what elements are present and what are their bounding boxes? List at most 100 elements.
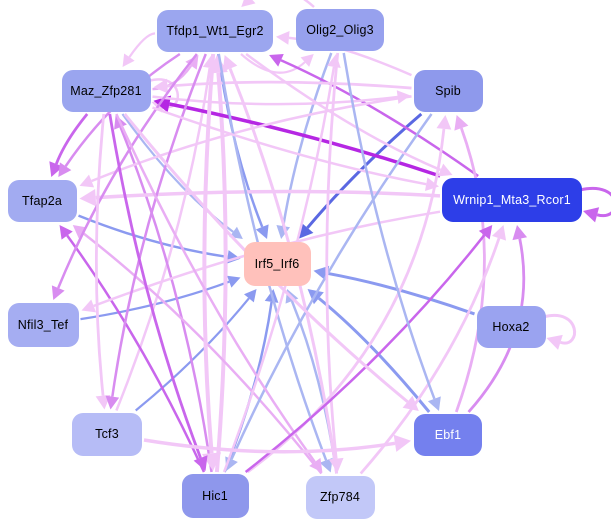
edge-wrnip1-maz [169, 102, 441, 178]
edge-wrnip1-maz-arrowhead [153, 95, 172, 113]
edge-spib-maz-arrowhead [153, 78, 169, 94]
edge-tfdp1-tfap2a-arrowhead [58, 162, 72, 177]
node-label: Tfdp1_Wt1_Egr2 [166, 23, 264, 38]
edge-hic1-maz [119, 126, 213, 473]
edge-wrnip1-wrnip1 [579, 186, 611, 218]
edge-wrnip1-nfil3-arrowhead [81, 299, 97, 313]
edge-olig2-zfp784-arrowhead [328, 457, 344, 473]
node-spib[interactable]: Spib [413, 70, 483, 112]
node-nfil3[interactable]: Nfil3_Tef [7, 303, 79, 347]
edge-maz-zfp784-arrowhead [309, 457, 323, 473]
edge-tfdp1-tcf3-arrowhead [105, 395, 120, 410]
edge-tfdp1-zfp784-arrowhead [319, 457, 333, 473]
edge-olig2-zfp784 [325, 52, 340, 459]
edge-ebf1-spib-arrowhead [454, 115, 469, 131]
edge-tcf3-ebf1-arrowhead [393, 434, 411, 452]
edge-tcf3-tfdp1 [115, 67, 211, 411]
edge-tcf3-irf5-arrowhead [243, 289, 257, 303]
edge-maz-spib [152, 95, 398, 106]
node-wrnip1[interactable]: Wrnip1_Mta3_Rcor1 [442, 178, 582, 222]
edge-olig2-ebf1 [342, 52, 436, 400]
edge-tfdp1-tcf3 [111, 53, 207, 397]
edge-olig2-ebf1-arrowhead [427, 396, 441, 411]
edge-maz-wrnip1 [152, 106, 427, 186]
node-olig2[interactable]: Olig2_Olig3 [296, 9, 384, 51]
node-ebf1[interactable]: Ebf1 [414, 414, 482, 456]
node-label: Olig2_Olig3 [306, 22, 374, 37]
edge-maz-irf5 [121, 113, 234, 233]
edge-spib-tfap2a-arrowhead [79, 174, 95, 188]
edge-hoxa2-irf5 [327, 271, 476, 316]
edge-tfdp1-wrnip1 [245, 52, 442, 172]
node-label: Hic1 [202, 488, 228, 503]
node-label: Maz_Zfp281 [70, 83, 142, 98]
node-tfap2a[interactable]: Tfap2a [7, 180, 77, 222]
edge-hic1-tfap2a [66, 234, 206, 473]
edge-tfdp1-irf5-arrowhead [255, 224, 269, 239]
node-label: Wrnip1_Mta3_Rcor1 [453, 192, 571, 207]
edge-tfdp1-nfil3-arrowhead [51, 285, 65, 300]
edge-hic1-tfdp1 [214, 72, 228, 473]
edge-tfdp1-maz-arrowhead [122, 53, 135, 67]
node-label: Tfap2a [21, 193, 63, 208]
edge-tcf3-ebf1 [143, 438, 396, 454]
edge-hic1-wrnip1-arrowhead [478, 225, 493, 240]
edge-maz-wrnip1-arrowhead [424, 177, 439, 191]
node-label: Nfil3_Tef [17, 317, 69, 332]
edge-zfp784-tfap2a-arrowhead [72, 225, 88, 239]
edge-olig2-tfdp1 [303, 0, 315, 8]
node-zfp784[interactable]: Zfp784 [305, 475, 375, 519]
edge-maz-ebf1-arrowhead [402, 395, 419, 411]
node-hic1[interactable]: Hic1 [181, 474, 249, 518]
edge-tcf3-irf5 [135, 297, 250, 412]
edge-nfil3-irf5-arrowhead [227, 275, 241, 288]
edge-tfdp1-wrnip1-arrowhead [437, 163, 453, 177]
edge-hic1-wrnip1 [244, 234, 486, 473]
edge-spib-tfap2a [91, 95, 412, 183]
node-irf5[interactable]: Irf5_Irf6 [243, 242, 311, 286]
node-maz[interactable]: Maz_Zfp281 [61, 70, 151, 112]
node-label: Ebf1 [434, 427, 462, 442]
edge-maz-tfap2a [54, 113, 89, 165]
edge-tfdp1-nfil3 [57, 53, 198, 289]
edge-wrnip1-tfdp1 [280, 59, 479, 178]
edge-ebf1-wrnip1-arrowhead [512, 225, 528, 241]
edge-nfil3-irf5 [80, 280, 230, 321]
edge-maz-hic1-arrowhead [193, 455, 208, 471]
edge-olig2-tfdp1-arrowhead [241, 0, 256, 7]
edge-spib-hic1 [230, 113, 433, 460]
edge-wrnip1-tfap2a-arrowhead [79, 188, 97, 207]
node-label: Spib [435, 83, 461, 98]
node-tfdp1[interactable]: Tfdp1_Wt1_Egr2 [157, 10, 273, 52]
edge-spib-tfdp1-arrowhead [276, 31, 290, 45]
edge-hic1-spib-arrowhead [436, 115, 452, 130]
edge-wrnip1-tfdp1-arrowhead [269, 53, 284, 67]
edge-ebf1-irf5 [317, 297, 431, 413]
edge-maz-tcf3 [94, 113, 106, 396]
edge-tfdp1-maz [128, 32, 156, 58]
node-tcf3[interactable]: Tcf3 [72, 412, 142, 456]
edge-hoxa2-hoxa2-arrowhead [546, 334, 563, 350]
node-label: Irf5_Irf6 [254, 256, 300, 271]
edge-hic1-olig2-arrowhead [327, 54, 341, 68]
edge-maz-tfap2a-arrowhead [49, 161, 64, 177]
node-label: Zfp784 [319, 489, 361, 504]
node-label: Hoxa2 [492, 319, 530, 334]
edge-hoxa2-hoxa2 [543, 313, 577, 345]
edge-tfdp1-olig2 [240, 53, 306, 74]
edge-zfp784-wrnip1-arrowhead [491, 225, 507, 241]
node-hoxa2[interactable]: Hoxa2 [476, 306, 546, 348]
edge-hic1-tfap2a-arrowhead [59, 225, 73, 240]
node-label: Tcf3 [95, 426, 119, 441]
edge-olig2-irf5 [282, 52, 333, 227]
edge-maz-zfp784 [115, 113, 316, 463]
edge-wrnip1-wrnip1-arrowhead [583, 207, 600, 223]
edge-tfdp1-olig2-arrowhead [300, 54, 314, 67]
edge-ebf1-spib [454, 127, 486, 413]
edge-zfp784-tfdp1-arrowhead [222, 55, 238, 72]
edge-maz-maz [148, 78, 180, 109]
edge-maz-hic1 [108, 113, 202, 459]
edge-tfdp1-hic1 [202, 53, 216, 454]
edge-olig2-irf5-arrowhead [276, 225, 291, 239]
